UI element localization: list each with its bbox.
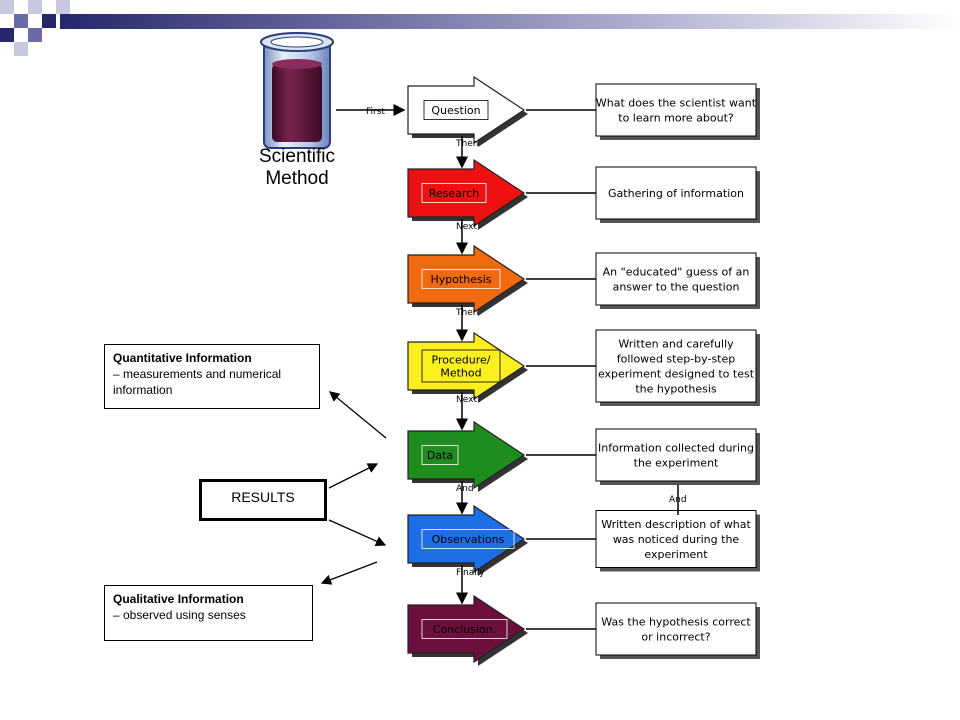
desc-text: followed step-by-step bbox=[617, 353, 736, 366]
step-label-frame bbox=[421, 269, 501, 289]
title-line-2: Method bbox=[265, 168, 328, 189]
desc-text: experiment designed to test bbox=[598, 368, 755, 381]
desc-box bbox=[595, 428, 757, 482]
step-arrow-shape bbox=[407, 244, 526, 314]
desc-text: Written and carefully bbox=[618, 338, 734, 351]
step-label-frame bbox=[421, 183, 487, 203]
step-label: Conclusion. bbox=[433, 623, 496, 636]
desc-text: Gathering of information bbox=[608, 187, 744, 200]
test-tube-icon bbox=[260, 32, 334, 149]
step-connector-label: Then bbox=[455, 139, 478, 149]
step-question: Question What does the scientist want to l… bbox=[336, 75, 760, 147]
desc-text: What does the scientist want bbox=[596, 97, 757, 110]
step-label-frame bbox=[423, 100, 489, 120]
qualitative-heading: Qualitative Information bbox=[113, 592, 244, 606]
arrow-from-results-to-data bbox=[328, 463, 379, 489]
step-label-frame bbox=[421, 445, 459, 465]
step-research: Research Gathering of information Then bbox=[407, 136, 760, 230]
step-label-frame bbox=[421, 349, 501, 383]
desc-box bbox=[595, 83, 757, 137]
desc-text: Information collected during bbox=[598, 442, 754, 455]
step-arrow-shape bbox=[407, 331, 526, 401]
step-arrow-shape bbox=[407, 504, 526, 574]
desc-text: answer to the question bbox=[613, 281, 740, 294]
arrow-to-qualitative bbox=[320, 561, 378, 585]
desc-box bbox=[595, 510, 757, 568]
step-connector-label: Next bbox=[456, 222, 477, 232]
step-connector-label: Finally bbox=[456, 568, 485, 578]
quantitative-text: – measurements and numerical information bbox=[113, 367, 282, 397]
desc-text: the experiment bbox=[634, 457, 719, 470]
desc-text: experiment bbox=[644, 548, 708, 561]
step-label: Hypothesis bbox=[430, 273, 491, 286]
step-arrow-shape bbox=[407, 75, 526, 145]
step-label: Method bbox=[440, 367, 481, 380]
step-arrow-shape bbox=[407, 158, 526, 228]
desc-text: to learn more about? bbox=[618, 112, 734, 125]
arrow-to-quantitative bbox=[328, 391, 387, 439]
quantitative-info-box: Quantitative Information – measurements … bbox=[104, 344, 320, 409]
qualitative-info-box: Qualitative Information – observed using… bbox=[104, 585, 313, 641]
desc-text: An "educated" guess of an bbox=[603, 266, 750, 279]
step-procedure: Procedure/Method Written and carefully fol… bbox=[407, 305, 760, 406]
step-label: Observations bbox=[432, 533, 505, 546]
results-arrows bbox=[320, 391, 387, 585]
title-line-1: Scientific bbox=[259, 146, 335, 167]
desc-text: Written description of what bbox=[601, 518, 751, 531]
header-bar bbox=[0, 0, 960, 56]
quantitative-heading: Quantitative Information bbox=[113, 351, 252, 365]
step-data: Data Information collected during the expe… bbox=[407, 392, 760, 492]
step-arrow-shape bbox=[407, 594, 526, 664]
results-box: RESULTS bbox=[199, 479, 327, 521]
desc-box bbox=[595, 166, 757, 220]
step-arrow-shape bbox=[407, 420, 526, 490]
step-observations: Observations Written description of what w… bbox=[407, 481, 760, 576]
step-hypothesis: Hypothesis An "educated" guess of an answe… bbox=[407, 219, 760, 316]
desc-box bbox=[595, 252, 757, 306]
step-connector-label: Next bbox=[456, 395, 477, 405]
and-connector-label: And bbox=[669, 495, 687, 505]
arrow-from-results-to-observations bbox=[328, 519, 387, 547]
desc-text: was noticed during the bbox=[613, 533, 740, 546]
qualitative-text: – observed using senses bbox=[113, 608, 246, 622]
step-label: Procedure/ bbox=[432, 354, 491, 367]
first-connector-label: First bbox=[366, 107, 385, 117]
desc-text: Was the hypothesis correct bbox=[601, 616, 751, 629]
step-connector-label: And bbox=[456, 484, 474, 494]
step-connector-label: Then bbox=[455, 308, 478, 318]
desc-text: or incorrect? bbox=[641, 631, 710, 644]
step-label: Question bbox=[431, 104, 480, 117]
step-conclusion: Conclusion. Was the hypothesis correct or … bbox=[407, 565, 760, 666]
desc-box bbox=[595, 602, 757, 656]
step-label-frame bbox=[421, 619, 508, 639]
desc-box bbox=[595, 329, 757, 403]
desc-text: the hypothesis bbox=[635, 383, 717, 396]
step-label: Data bbox=[427, 449, 453, 462]
step-label-frame bbox=[421, 529, 515, 549]
step-label: Research bbox=[429, 187, 479, 200]
